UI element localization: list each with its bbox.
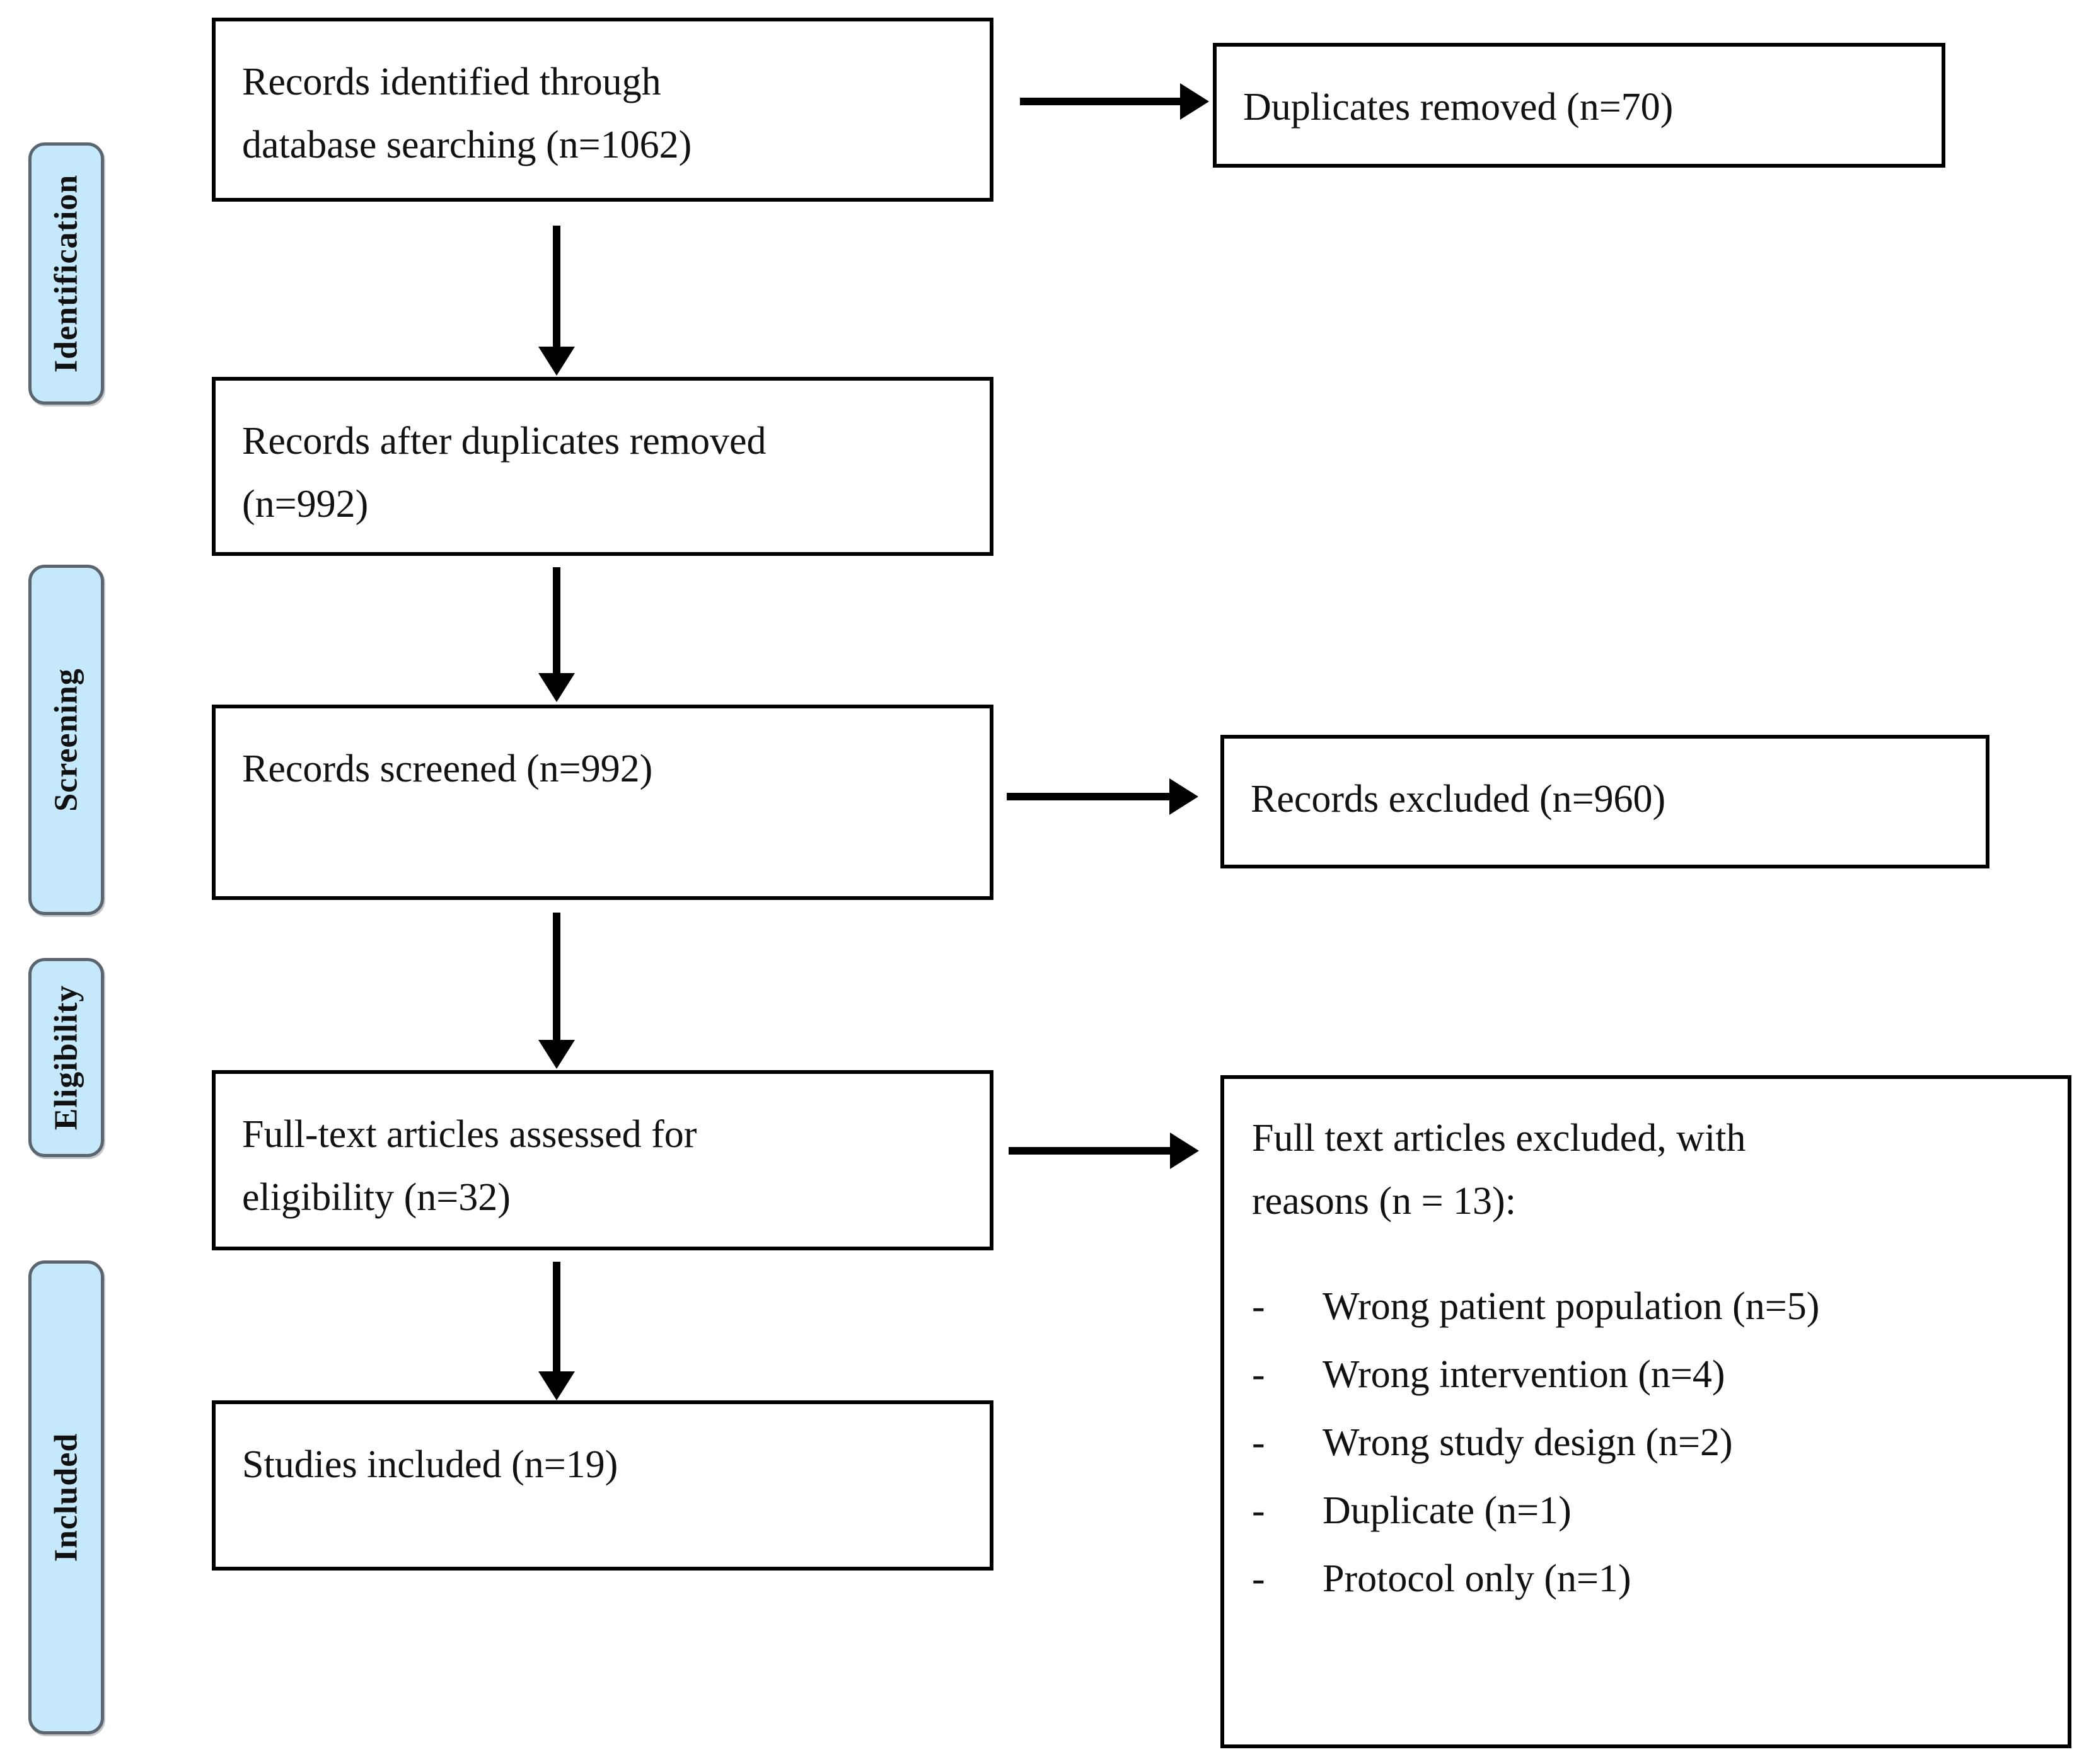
box-duplicates-removed: Duplicates removed (n=70): [1213, 43, 1945, 168]
reason-label: Wrong study design (n=2): [1323, 1421, 1733, 1464]
box-records-after-duplicates: Records after duplicates removed (n=992): [212, 377, 993, 556]
reason-label: Wrong intervention (n=4): [1323, 1353, 1725, 1396]
stage-label-screening: Screening: [48, 668, 84, 812]
arrow-head-icon: [538, 673, 575, 702]
bullet-dash-icon: -: [1252, 1353, 1265, 1396]
stage-chip-identification: Identification: [28, 142, 104, 405]
reason-label: Protocol only (n=1): [1323, 1557, 1631, 1600]
list-item: - Wrong patient population (n=5): [1252, 1287, 2053, 1326]
box-records-excluded: Records excluded (n=960): [1220, 735, 1989, 868]
stage-chip-screening: Screening: [28, 565, 104, 915]
arrow-shaft: [553, 226, 560, 349]
arrow-shaft: [553, 913, 560, 1042]
box-full-text-excluded: Full text articles excluded, with reason…: [1220, 1075, 2071, 1748]
stage-chip-eligibility: Eligibility: [28, 958, 104, 1157]
exclusion-reasons-list: - Wrong patient population (n=5) - Wrong…: [1252, 1287, 2053, 1627]
box-full-text-assessed-text: Full-text articles assessed for eligibil…: [242, 1113, 697, 1219]
list-item: - Wrong study design (n=2): [1252, 1423, 2053, 1462]
arrow-shaft: [553, 1262, 560, 1374]
stage-label-eligibility: Eligibility: [48, 984, 84, 1131]
reason-label: Duplicate (n=1): [1323, 1489, 1572, 1532]
full-text-excluded-title: Full text articles excluded, with reason…: [1252, 1117, 1746, 1223]
arrow-shaft: [553, 567, 560, 676]
bullet-dash-icon: -: [1252, 1285, 1265, 1328]
box-records-identified-text: Records identified through database sear…: [242, 61, 692, 167]
bullet-dash-icon: -: [1252, 1557, 1265, 1600]
bullet-dash-icon: -: [1252, 1489, 1265, 1532]
arrow-shaft: [1009, 1147, 1172, 1155]
arrow-shaft: [1007, 793, 1172, 800]
box-records-after-duplicates-text: Records after duplicates removed (n=992): [242, 420, 767, 526]
box-records-identified: Records identified through database sear…: [212, 18, 993, 202]
arrow-head-icon: [538, 347, 575, 376]
box-studies-included-text: Studies included (n=19): [242, 1443, 618, 1486]
stage-chip-included: Included: [28, 1260, 104, 1734]
box-records-screened: Records screened (n=992): [212, 705, 993, 900]
list-item: - Protocol only (n=1): [1252, 1559, 2053, 1598]
bullet-dash-icon: -: [1252, 1421, 1265, 1464]
list-item: - Duplicate (n=1): [1252, 1491, 2053, 1530]
box-records-excluded-text: Records excluded (n=960): [1251, 778, 1666, 821]
stage-label-included: Included: [48, 1433, 84, 1562]
arrow-shaft: [1020, 98, 1183, 105]
arrow-head-icon: [1170, 1133, 1199, 1169]
reason-label: Wrong patient population (n=5): [1323, 1285, 1820, 1328]
box-full-text-assessed: Full-text articles assessed for eligibil…: [212, 1070, 993, 1250]
box-studies-included: Studies included (n=19): [212, 1400, 993, 1571]
arrow-head-icon: [538, 1040, 575, 1069]
stage-label-identification: Identification: [48, 174, 84, 373]
box-records-screened-text: Records screened (n=992): [242, 747, 653, 790]
arrow-head-icon: [1169, 778, 1198, 815]
arrow-head-icon: [538, 1371, 575, 1400]
list-item: - Wrong intervention (n=4): [1252, 1355, 2053, 1394]
box-duplicates-removed-text: Duplicates removed (n=70): [1243, 86, 1674, 129]
arrow-head-icon: [1180, 83, 1209, 120]
